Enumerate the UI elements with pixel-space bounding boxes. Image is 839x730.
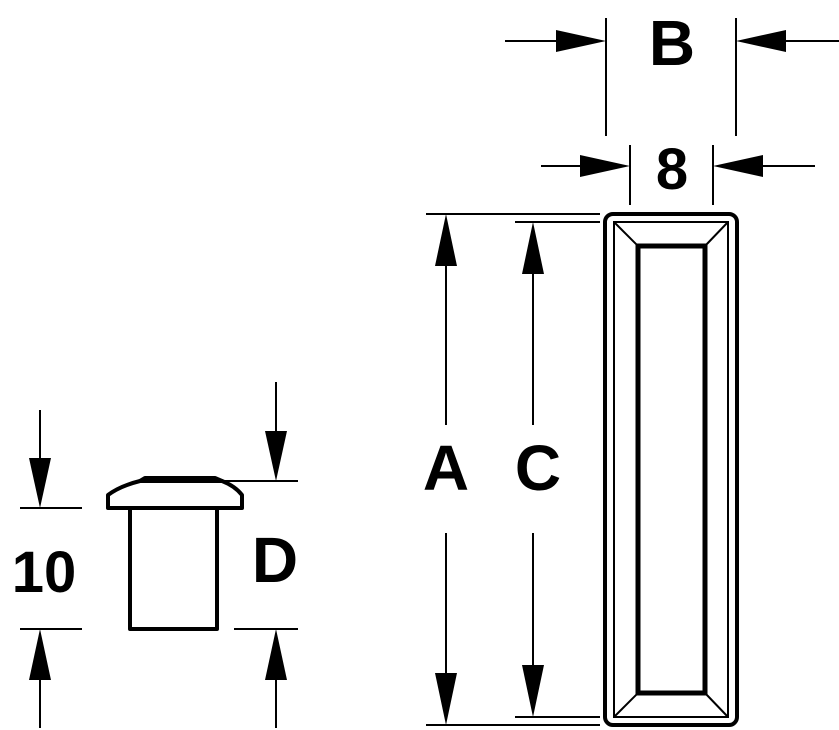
dimension-10: 10 — [12, 410, 82, 728]
dimension-c: C — [515, 221, 600, 718]
dimension-8: 8 — [541, 137, 815, 205]
cap-part — [106, 476, 244, 631]
dim-label-a: A — [423, 432, 469, 504]
dim-label-10: 10 — [12, 540, 77, 605]
dim-label-d: D — [252, 524, 298, 596]
dimension-b: B — [505, 7, 839, 136]
dim-label-c: C — [515, 432, 561, 504]
dimension-a: A — [423, 213, 600, 726]
dimension-d: D — [225, 382, 298, 728]
handle-part — [603, 212, 739, 727]
dim-label-b: B — [649, 7, 695, 79]
dim-label-8: 8 — [656, 137, 688, 202]
